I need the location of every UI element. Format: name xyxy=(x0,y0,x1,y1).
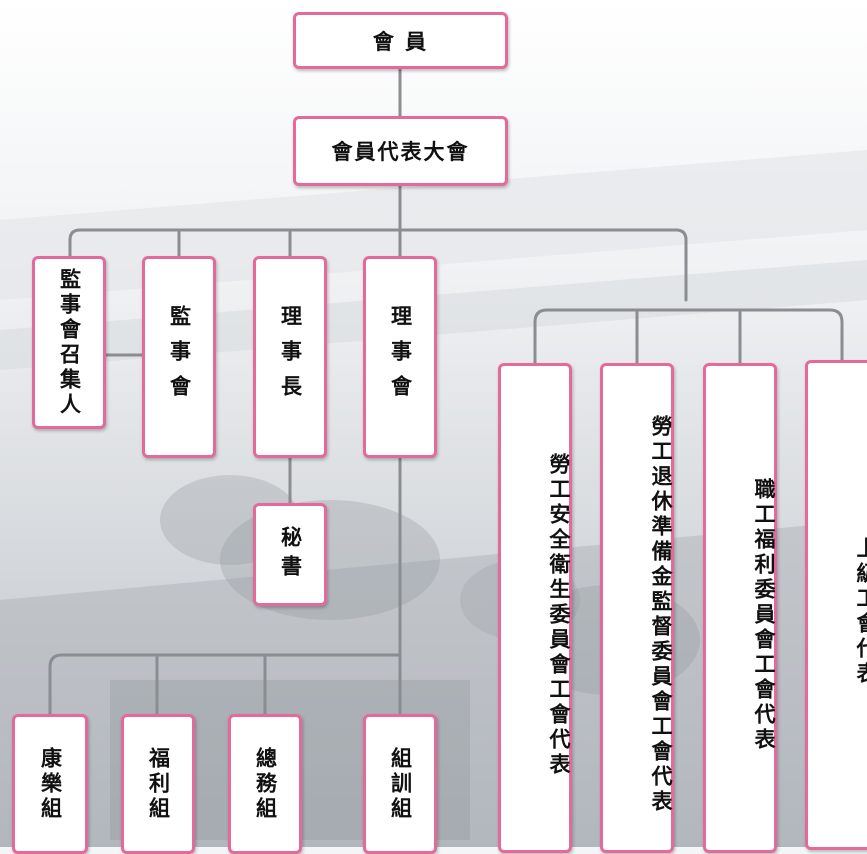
node-safety-committee-rep: 勞工安全衛生委員會工會代表 xyxy=(498,363,572,853)
node-staff-welfare-committee-rep: 職工福利委員會工會代表 xyxy=(703,363,777,853)
node-board-of-directors: 理事會 xyxy=(363,256,437,458)
node-recreation-group: 康樂組 xyxy=(12,714,88,854)
node-secretary: 秘書 xyxy=(253,503,327,606)
node-chairman: 理事長 xyxy=(253,256,327,458)
node-supervisor-convener: 監事會召集人 xyxy=(32,256,106,429)
node-general-affairs-group: 總務組 xyxy=(228,714,302,854)
node-supervisors: 監事會 xyxy=(142,256,216,458)
node-upper-union-rep: 上級工會代表 xyxy=(805,360,867,850)
node-members: 會 員 xyxy=(293,12,508,69)
node-welfare-group: 福利組 xyxy=(121,714,195,854)
node-training-group: 組訓組 xyxy=(363,714,437,854)
node-pension-committee-rep: 勞工退休準備金監督委員會工會代表 xyxy=(600,363,674,853)
node-member-congress: 會員代表大會 xyxy=(293,116,508,186)
